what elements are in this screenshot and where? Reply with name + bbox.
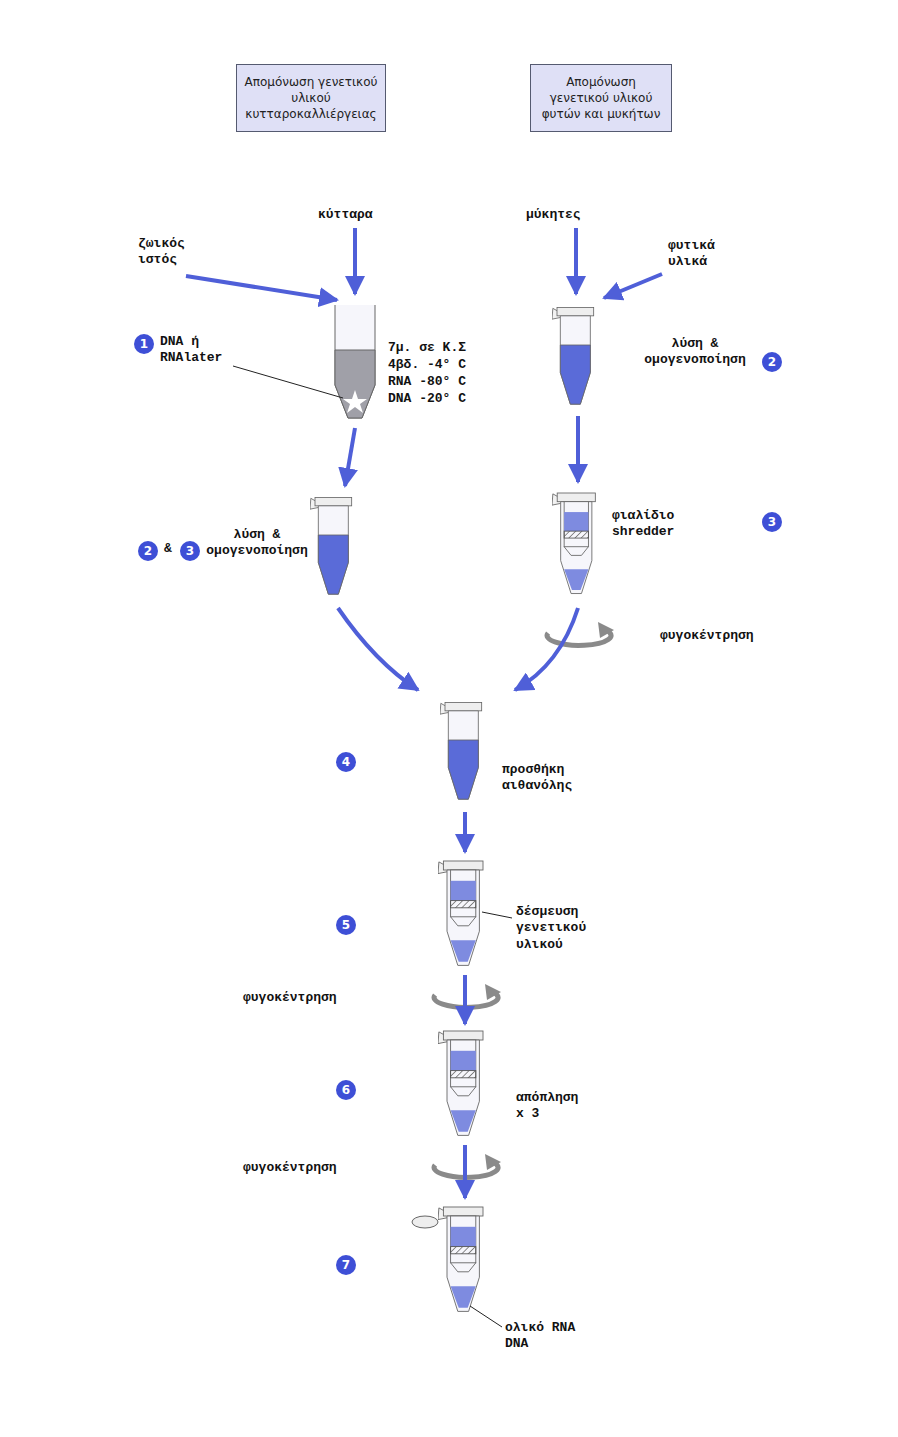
drawing-part (335, 305, 375, 418)
drawing-part (604, 274, 662, 298)
source-label: μύκητες (526, 207, 581, 223)
step-label: λύση & ομογενοποίηση (202, 527, 312, 560)
callout-number: 2 (762, 352, 782, 372)
storage-note: 7μ. σε Κ.Σ (388, 340, 466, 356)
step-label: δέσμευση γενετικού υλικού (516, 904, 598, 953)
header-box: Απομόνωση γενετικού υλικού φυτών και μυκ… (530, 64, 672, 132)
ampersand: & (164, 541, 172, 557)
source-label: φυτικά υλικά (668, 238, 730, 271)
callout-number: 3 (180, 541, 200, 561)
callout-number: 3 (762, 512, 782, 532)
drawing-part (463, 812, 467, 852)
drawing-part (463, 975, 467, 1024)
callout-number: 4 (336, 752, 356, 772)
header-text: Απομόνωση γενετικού υλικού φυτών και μυκ… (531, 70, 671, 127)
drawing-part (576, 416, 580, 482)
drawing-part (515, 608, 578, 690)
callout-number: 1 (134, 334, 154, 354)
spin-column (438, 1031, 483, 1135)
drawing-part (353, 228, 357, 294)
source-label: κύτταρα (318, 207, 373, 223)
storage-tube (335, 305, 375, 418)
lysis-tube (310, 498, 352, 595)
leader-line (470, 1306, 502, 1327)
shredder-column (552, 493, 595, 594)
drawing-part (463, 1145, 467, 1198)
leader-line (482, 912, 512, 918)
step-label: λύση & ομογενοποίηση (640, 336, 750, 369)
centrifuge-symbol (547, 622, 614, 645)
drawing-part (338, 608, 418, 690)
source-label: ζωικός ιστός (138, 236, 200, 269)
header-box: Απομόνωση γενετικού υλικού κυτταροκαλλιέ… (236, 64, 386, 132)
centrifuge-symbol (434, 984, 501, 1007)
reagent-label: DNA ή RNAlater (160, 334, 234, 367)
drawing-part (186, 276, 337, 300)
drawing-part (345, 428, 355, 486)
lysis-tube (552, 308, 594, 405)
ethanol-tube (440, 703, 482, 800)
step-label: απόπληση x 3 (516, 1090, 590, 1123)
drawing-part (574, 228, 578, 294)
callout-number: 6 (336, 1080, 356, 1100)
callout-number: 5 (336, 915, 356, 935)
step-label: φυγοκέντρηση (243, 990, 337, 1006)
step-label: φυγοκέντρηση (243, 1160, 337, 1176)
step-label: προσθήκη αιθανόλης (502, 762, 584, 795)
callout-number: 7 (336, 1255, 356, 1275)
callout-number: 2 (138, 541, 158, 561)
storage-note: RNA -80° C (388, 374, 466, 390)
result-label: ολικό RNA DNA (505, 1320, 581, 1353)
header-text: Απομόνωση γενετικού υλικού κυτταροκαλλιέ… (237, 70, 385, 127)
storage-note: DNA -20° C (388, 391, 466, 407)
open-cap (412, 1216, 438, 1228)
spin-column (438, 861, 483, 965)
step-label: φυγοκέντρηση (660, 628, 754, 644)
flow-arrows (186, 228, 662, 1198)
step-label: φιαλίδιο shredder (612, 508, 690, 541)
drawing-part (343, 390, 367, 413)
storage-note: 4βδ. -4° C (388, 357, 466, 373)
leader-line (233, 366, 343, 398)
centrifuge-symbol (434, 1154, 501, 1177)
spin-column (438, 1207, 483, 1311)
drawing-part (335, 350, 375, 418)
